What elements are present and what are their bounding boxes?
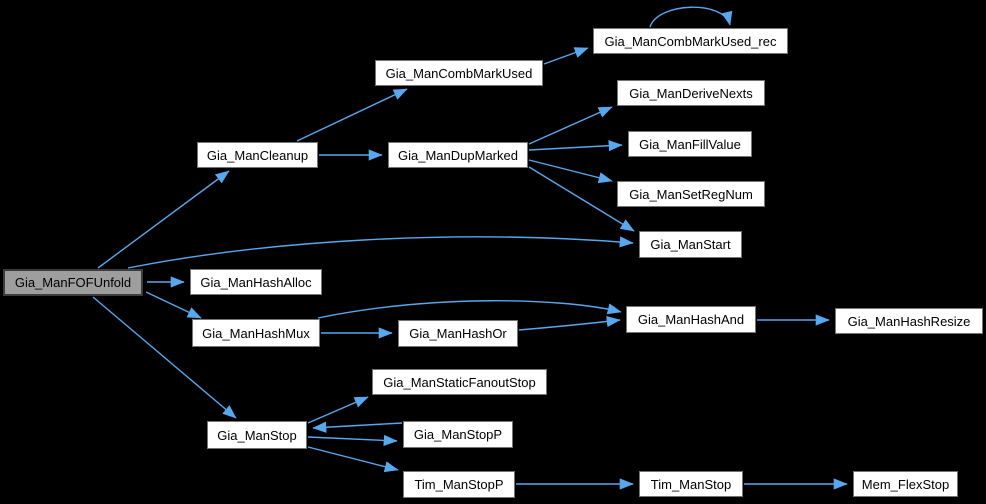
node-gia-manhashalloc[interactable]: Gia_ManHashAlloc [190, 269, 322, 295]
edge-hashmux-hashand [317, 300, 622, 319]
edge-dupmarked-setregnum [528, 159, 613, 184]
node-tim-manstop[interactable]: Tim_ManStop [639, 471, 743, 497]
edge-dupmarked-start [528, 166, 635, 232]
edge-fofunfold-stop [92, 296, 237, 419]
node-gia-mansetregnum[interactable]: Gia_ManSetRegNum [617, 181, 765, 207]
edge-stop-timstopp [307, 446, 399, 473]
edge-stopp-stop [312, 421, 403, 433]
edge-hashor-hashand [518, 315, 621, 331]
node-gia-mandupmarked[interactable]: Gia_ManDupMarked [388, 142, 528, 168]
edge-fofunfold-start [127, 236, 634, 269]
node-gia-manhashresize[interactable]: Gia_ManHashResize [835, 308, 983, 334]
node-gia-manhashor[interactable]: Gia_ManHashOr [398, 320, 518, 347]
edge-stop-staticfanoutstop [307, 396, 369, 424]
edge-fofunfold-cleanup [97, 170, 230, 269]
node-gia-mancombmarkused[interactable]: Gia_ManCombMarkUsed [375, 60, 543, 86]
node-gia-manstop[interactable]: Gia_ManStop [207, 421, 307, 449]
node-mem-flexstop[interactable]: Mem_FlexStop [853, 471, 958, 497]
node-gia-manstart[interactable]: Gia_ManStart [639, 231, 742, 258]
edge-cleanup-combmarkused [296, 88, 408, 142]
edge-stop-stopp [307, 434, 398, 446]
node-gia-manstaticfanoutstop[interactable]: Gia_ManStaticFanoutStop [372, 369, 547, 395]
node-gia-mancleanup[interactable]: Gia_ManCleanup [197, 142, 318, 168]
node-gia-manstopp[interactable]: Gia_ManStopP [403, 421, 513, 448]
node-gia-mancombmarkused-rec[interactable]: Gia_ManCombMarkUsed_rec [593, 28, 788, 54]
edge-fofunfold-hashmux [145, 291, 202, 319]
node-tim-manstopp[interactable]: Tim_ManStopP [403, 471, 515, 498]
edge-dupmarked-fillvalue [528, 140, 623, 152]
node-gia-manderivenexts[interactable]: Gia_ManDeriveNexts [617, 80, 765, 106]
edge-dupmarked-derivenexts [528, 106, 613, 145]
edge-rec-self-loop [649, 6, 733, 28]
node-gia-manhashand[interactable]: Gia_ManHashAnd [626, 306, 756, 333]
node-gia-manfillvalue[interactable]: Gia_ManFillValue [628, 131, 752, 157]
node-gia-manhashmux[interactable]: Gia_ManHashMux [192, 319, 320, 347]
node-gia-manfofunfold: Gia_ManFOFUnfold [3, 269, 143, 296]
edge-combmarkused-rec [543, 47, 589, 65]
